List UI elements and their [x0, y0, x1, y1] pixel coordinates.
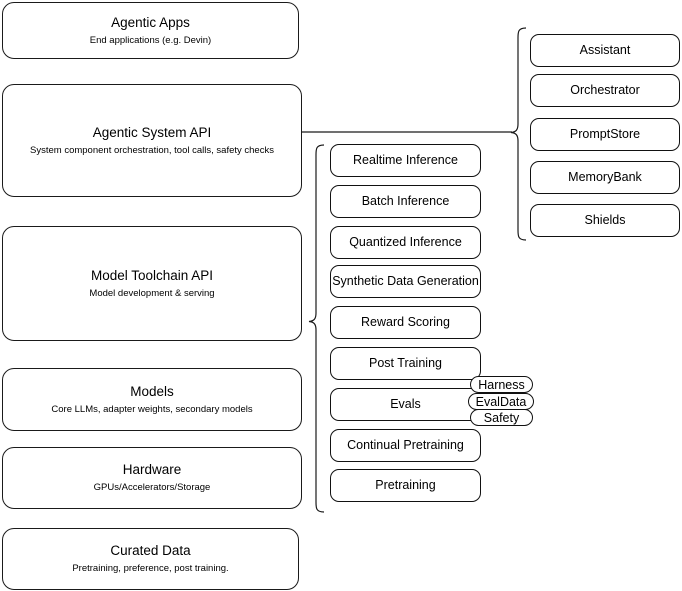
capability-pretraining[interactable]: Pretraining: [330, 469, 481, 502]
capability-continual-pretraining[interactable]: Continual Pretraining: [330, 429, 481, 462]
layer-agentic-apps[interactable]: Agentic Apps End applications (e.g. Devi…: [2, 2, 299, 59]
layer-title: Models: [130, 383, 174, 399]
component-promptstore[interactable]: PromptStore: [530, 118, 680, 151]
layer-subtitle: GPUs/Accelerators/Storage: [93, 482, 211, 493]
layer-title: Model Toolchain API: [90, 267, 214, 283]
component-assistant[interactable]: Assistant: [530, 34, 680, 67]
layer-hardware[interactable]: Hardware GPUs/Accelerators/Storage: [2, 447, 302, 509]
component-shields[interactable]: Shields: [530, 204, 680, 237]
layer-model-toolchain-api[interactable]: Model Toolchain API Model development & …: [2, 226, 302, 341]
badge-evaldata[interactable]: EvalData: [468, 393, 534, 410]
capability-realtime-inference[interactable]: Realtime Inference: [330, 144, 481, 177]
layer-subtitle: System component orchestration, tool cal…: [30, 144, 274, 156]
layer-title: Agentic System API: [92, 124, 212, 140]
component-memorybank[interactable]: MemoryBank: [530, 161, 680, 194]
layer-subtitle: Core LLMs, adapter weights, secondary mo…: [51, 403, 253, 415]
layer-title: Agentic Apps: [111, 14, 190, 30]
component-orchestrator[interactable]: Orchestrator: [530, 74, 680, 107]
capability-post-training[interactable]: Post Training: [330, 347, 481, 380]
layer-models[interactable]: Models Core LLMs, adapter weights, secon…: [2, 368, 302, 431]
layer-curated-data[interactable]: Curated Data Pretraining, preference, po…: [2, 528, 299, 590]
brace-middle-column: [308, 144, 325, 513]
layer-title: Hardware: [122, 462, 182, 477]
layer-agentic-system-api[interactable]: Agentic System API System component orch…: [2, 84, 302, 197]
layer-subtitle: Model development & serving: [89, 287, 215, 299]
badge-safety[interactable]: Safety: [470, 409, 533, 426]
capability-synthetic-data-generation[interactable]: Synthetic Data Generation: [330, 265, 481, 298]
bracket-right-column: [510, 27, 527, 241]
badge-harness[interactable]: Harness: [470, 376, 533, 393]
layer-title: Curated Data: [110, 543, 191, 558]
layer-subtitle: End applications (e.g. Devin): [89, 34, 212, 46]
capability-batch-inference[interactable]: Batch Inference: [330, 185, 481, 218]
layer-subtitle: Pretraining, preference, post training.: [72, 563, 229, 574]
capability-quantized-inference[interactable]: Quantized Inference: [330, 226, 481, 259]
capability-reward-scoring[interactable]: Reward Scoring: [330, 306, 481, 339]
capability-evals[interactable]: Evals: [330, 388, 481, 421]
